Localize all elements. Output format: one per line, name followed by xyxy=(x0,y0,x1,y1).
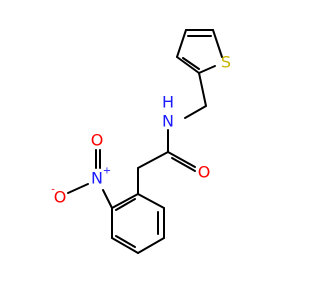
nitro-oxygen-minus-label: O xyxy=(54,188,67,207)
bond-lines xyxy=(67,29,223,254)
bond xyxy=(182,57,200,70)
bond xyxy=(67,183,89,194)
nitro-oxygen-label: O xyxy=(91,131,104,150)
bond xyxy=(137,237,165,254)
structure-diagram: S N H O N + O O - xyxy=(51,29,232,254)
bond xyxy=(184,105,207,119)
sulfur-atom-label: S xyxy=(221,53,231,72)
amide-hydrogen-label: H xyxy=(162,93,174,112)
carbonyl-oxygen-label: O xyxy=(198,163,211,182)
nitro-nitrogen-charge: + xyxy=(103,166,111,177)
bond xyxy=(137,151,169,169)
bond xyxy=(212,29,223,58)
bond xyxy=(171,157,196,172)
bond xyxy=(111,193,139,209)
bond xyxy=(102,189,113,209)
bond xyxy=(198,65,216,74)
bond xyxy=(115,198,136,211)
bond xyxy=(198,72,207,107)
nitro-oxygen-minus-charge: - xyxy=(51,185,55,196)
bond xyxy=(115,235,136,248)
bond xyxy=(176,56,200,74)
bond xyxy=(111,237,139,254)
molecule-drawing: S N H O N + O O - xyxy=(51,29,231,254)
bond xyxy=(167,151,196,168)
bond xyxy=(176,29,187,58)
bond xyxy=(137,193,165,209)
nitro-nitrogen-label: N xyxy=(91,169,103,188)
amide-nitrogen-label: N xyxy=(162,112,174,131)
